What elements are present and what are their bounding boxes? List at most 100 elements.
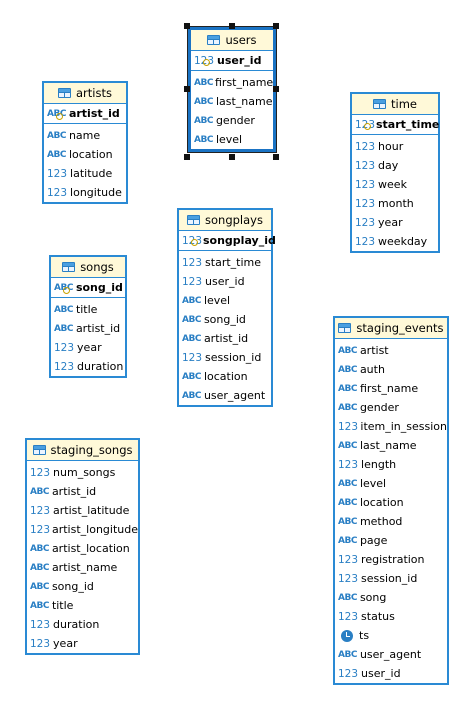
numeric-type-icon: 123: [54, 360, 75, 373]
table-header: artists: [44, 83, 126, 104]
table-title: users: [225, 33, 257, 47]
column-name: location: [359, 496, 404, 509]
table-title: staging_songs: [50, 443, 133, 457]
selection-handle[interactable]: [184, 23, 190, 29]
selection-handle[interactable]: [229, 154, 235, 160]
column-name: method: [359, 515, 403, 528]
numeric-type-icon: 123: [182, 256, 203, 269]
column-row[interactable]: ts: [335, 626, 447, 645]
selection-handle[interactable]: [273, 86, 279, 92]
column-name: year: [77, 341, 102, 354]
numeric-type-icon: 123: [338, 553, 359, 566]
text-type-icon: ABC: [47, 130, 66, 141]
column-name: artist_latitude: [53, 504, 130, 517]
primary-key-icon: [63, 286, 70, 294]
numeric-type-icon: 123: [30, 523, 51, 536]
numeric-type-icon: 123: [355, 216, 376, 229]
selection-handle[interactable]: [229, 23, 235, 29]
table-header: staging_events: [335, 318, 447, 339]
selection-handle[interactable]: [273, 154, 279, 160]
numeric-type-icon: 123: [47, 167, 68, 180]
text-type-icon: ABC: [54, 323, 73, 334]
numeric-type-icon: 123: [30, 618, 51, 631]
numeric-type-icon: 123: [338, 610, 359, 623]
selection-handle[interactable]: [184, 154, 190, 160]
table-icon: [338, 323, 352, 333]
column-name: week: [378, 178, 407, 191]
selection-handle[interactable]: [273, 23, 279, 29]
selection-handle[interactable]: [184, 86, 190, 92]
numeric-type-icon: 123: [194, 54, 215, 67]
column-name: level: [203, 294, 231, 307]
column-name: song_id: [203, 313, 246, 326]
column-name: gender: [359, 401, 399, 414]
text-type-icon: ABC: [182, 333, 201, 344]
